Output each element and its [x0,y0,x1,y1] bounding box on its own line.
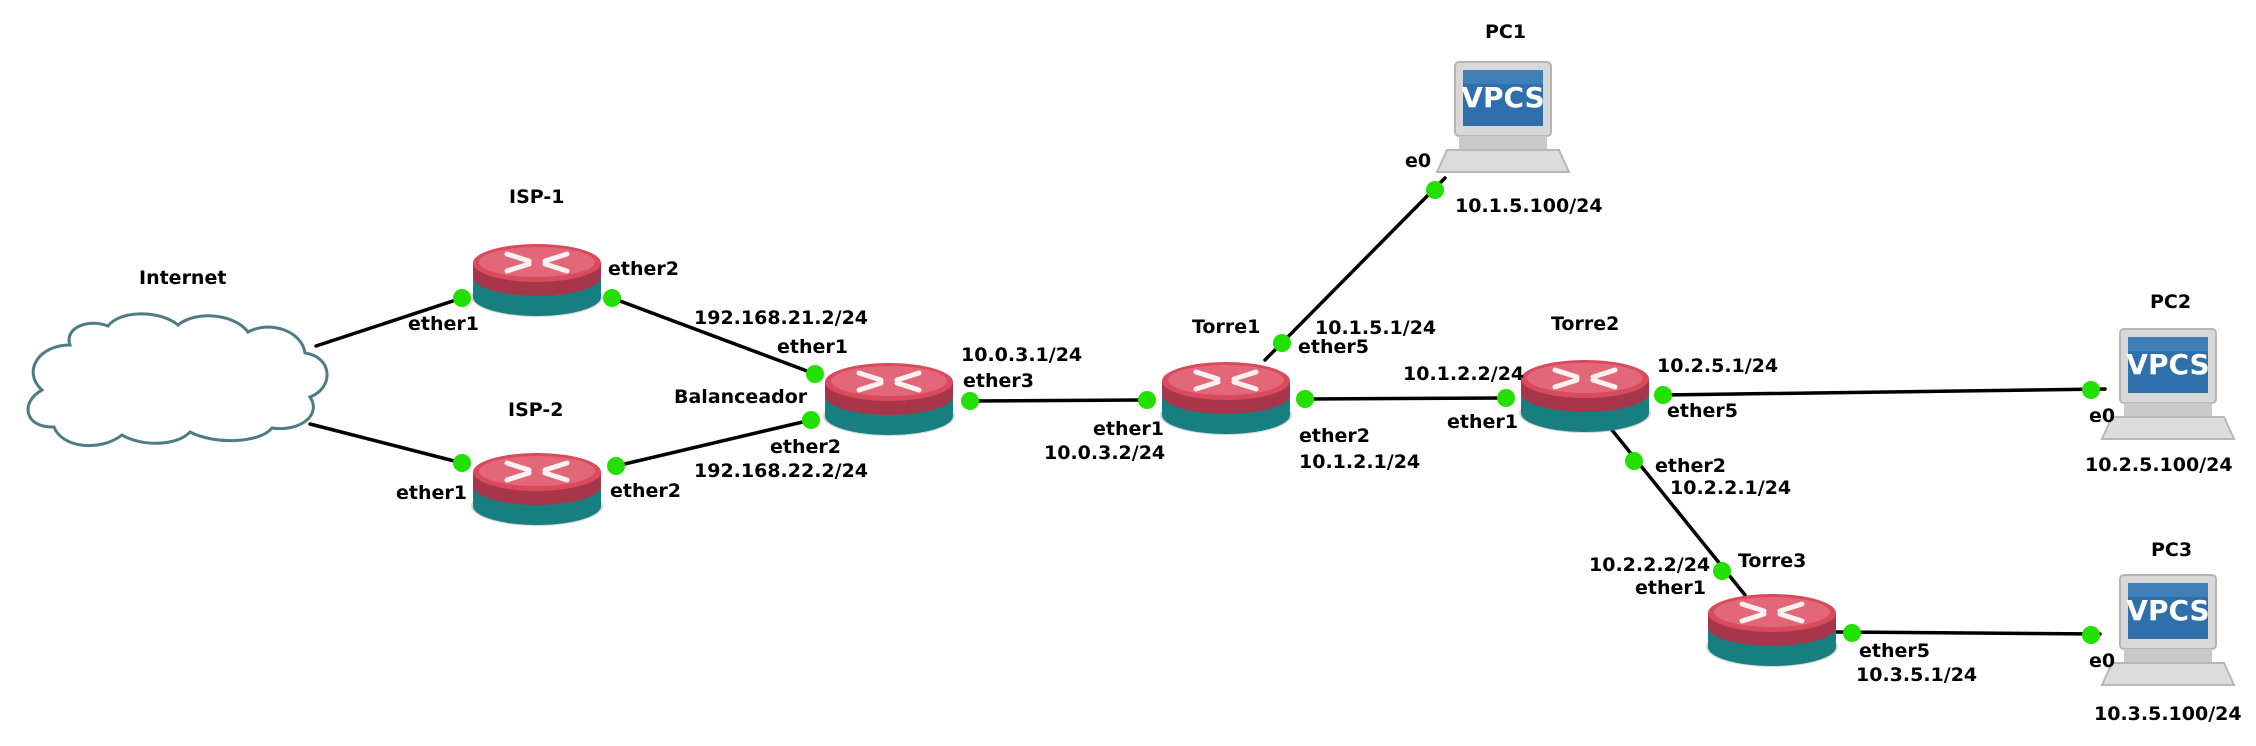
port-bal-ether3[interactable] [961,392,979,410]
port-torre2-ether2[interactable] [1625,452,1643,470]
link-torre2-pc2[interactable] [1661,387,2107,397]
link-internet-isp1[interactable] [314,296,464,348]
torre2-ether1-address: 10.1.2.2/24 [1403,363,1524,385]
link-torre1-pc1[interactable] [1263,176,1447,362]
vpcs-screen-label: VPCS [2126,594,2209,627]
port-pc3-e0[interactable] [2082,626,2100,644]
pc2-e0-label: e0 [2089,405,2115,427]
port-isp1-ether2[interactable] [603,289,621,307]
torre1-ether1-label: ether1 [1093,418,1164,440]
port-bal-ether1[interactable] [806,365,824,383]
pc3[interactable]: VPCS [2101,574,2235,686]
torre1-label: Torre1 [1192,316,1260,338]
internet-label: Internet [139,267,226,289]
torre1-ether1-address: 10.0.3.2/24 [1044,442,1165,464]
isp2-ether2-label: ether2 [610,480,681,502]
torre2-ether2-address: 10.2.2.1/24 [1670,477,1791,499]
links [308,176,2107,636]
link-internet-isp2[interactable] [308,422,464,465]
pc2[interactable]: VPCS [2101,328,2235,440]
bal-ether3-label: ether3 [963,370,1034,392]
cloud-icon [26,312,329,448]
computer-icon [2101,574,2235,686]
link-balanceador-torre1[interactable] [968,398,1149,403]
link-torre3-pc3[interactable] [1833,630,2102,636]
torre2-ether1-label: ether1 [1447,411,1518,433]
pc1-label: PC1 [1485,21,1526,43]
isp2-ether1-label: ether1 [396,482,467,504]
port-isp1-ether1[interactable] [453,289,471,307]
link-torre1-torre2[interactable] [1303,396,1508,401]
torre2-ether5-address: 10.2.5.1/24 [1657,355,1778,377]
computer-icon [1436,61,1570,173]
pc3-e0-address: 10.3.5.100/24 [2094,703,2242,725]
torre1-ether2-address: 10.1.2.1/24 [1299,451,1420,473]
torre3-ether5-address: 10.3.5.1/24 [1856,664,1977,686]
torre3-ether1-address: 10.2.2.2/24 [1589,554,1710,576]
router-icon [1519,360,1651,433]
port-pc1-e0[interactable] [1426,181,1444,199]
port-torre1-ether1[interactable] [1138,391,1156,409]
torre3-ether5-label: ether5 [1859,640,1930,662]
link-isp2-balanceador[interactable] [614,418,813,468]
router-isp2[interactable] [471,453,603,526]
port-torre1-ether2[interactable] [1296,390,1314,408]
node-labels: ISP-1 ISP-2 Balanceador Torre1 Torre2 To… [508,21,2192,572]
pc3-e0-label: e0 [2089,650,2115,672]
router-icon [1706,594,1838,667]
address-labels: 192.168.21.2/24 192.168.22.2/24 10.0.3.1… [694,195,2242,725]
torre3-ether1-label: ether1 [1635,577,1706,599]
computer-icon [2101,328,2235,440]
bal-ether1-address: 192.168.21.2/24 [694,307,868,329]
balanceador-label: Balanceador [674,386,808,408]
port-bal-ether2[interactable] [802,411,820,429]
vpcs-screen-label: VPCS [1461,81,1544,114]
torre2-label: Torre2 [1551,313,1619,335]
router-icon [823,363,955,436]
port-torre3-ether1[interactable] [1713,562,1731,580]
isp1-label: ISP-1 [509,186,564,208]
isp2-label: ISP-2 [508,399,563,421]
bal-ether3-address: 10.0.3.1/24 [961,344,1082,366]
link-isp1-balanceador[interactable] [610,296,817,376]
torre2-ether5-label: ether5 [1667,400,1738,422]
pc1-e0-address: 10.1.5.100/24 [1455,195,1603,217]
pc2-e0-address: 10.2.5.100/24 [2085,454,2233,476]
port-torre2-ether1[interactable] [1497,389,1515,407]
isp1-ether2-label: ether2 [608,258,679,280]
pc2-label: PC2 [2150,291,2191,313]
bal-ether2-label: ether2 [770,436,841,458]
router-isp1[interactable] [471,244,603,317]
pc1[interactable]: VPCS [1436,61,1570,173]
bal-ether1-label: ether1 [777,336,848,358]
torre3-label: Torre3 [1738,550,1806,572]
router-icon [1160,362,1292,435]
router-balanceador[interactable] [823,363,955,436]
vpcs-screen-label: VPCS [2126,348,2209,381]
isp1-ether1-label: ether1 [408,313,479,335]
ports [453,181,2100,644]
torre1-ether5-label: ether5 [1298,336,1369,358]
port-torre3-ether5[interactable] [1843,624,1861,642]
pc1-e0-label: e0 [1405,150,1431,172]
router-torre3[interactable] [1706,594,1838,667]
bal-ether2-address: 192.168.22.2/24 [694,460,868,482]
internet-cloud[interactable]: Internet [26,267,329,448]
router-torre1[interactable] [1160,362,1292,435]
port-isp2-ether2[interactable] [607,457,625,475]
port-torre1-ether5[interactable] [1273,334,1291,352]
port-labels: ether1 ether2 ether1 ether2 ether1 ether… [396,150,2115,672]
port-torre2-ether5[interactable] [1654,386,1672,404]
torre2-ether2-label: ether2 [1655,455,1726,477]
port-pc2-e0[interactable] [2082,381,2100,399]
torre1-ether5-address: 10.1.5.1/24 [1315,317,1436,339]
torre1-ether2-label: ether2 [1299,425,1370,447]
router-icon [471,244,603,317]
router-torre2[interactable] [1519,360,1651,433]
pc3-label: PC3 [2151,539,2192,561]
router-icon [471,453,603,526]
port-isp2-ether1[interactable] [453,454,471,472]
